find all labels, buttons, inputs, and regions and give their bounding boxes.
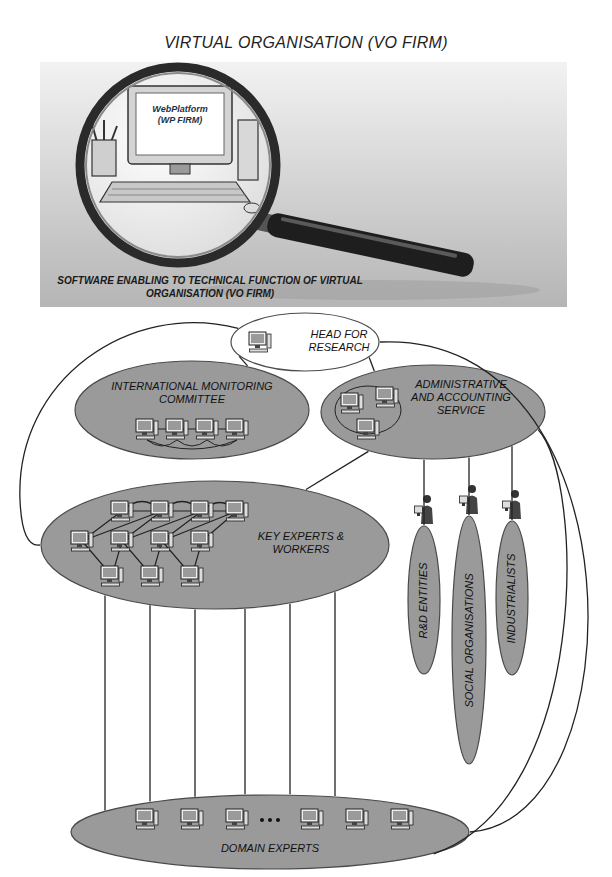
- connector-line: [334, 592, 335, 796]
- partner-ellipse: SOCIAL ORGANISATIONS: [451, 515, 487, 765]
- ellipse-shape: [452, 516, 486, 764]
- ellipse-shape: [496, 521, 528, 675]
- ellipse-outline: [40, 480, 390, 610]
- node-label: R&D ENTITIES: [418, 562, 431, 638]
- connector-line: [434, 430, 567, 854]
- connector-line: [423, 460, 424, 525]
- label-holder: WebPlatform (WP FIRM): [149, 104, 211, 126]
- ellipse-shape: [231, 313, 379, 371]
- ellipse-outline: [74, 360, 310, 460]
- connector-line: [306, 451, 368, 489]
- node-label: DOMAIN EXPERTS: [210, 842, 330, 855]
- node-label: KEY EXPERTS & WORKERS: [245, 530, 357, 556]
- partner-ellipse: R&D ENTITIES: [407, 525, 441, 675]
- service-ellipse: ADMINISTRATIVE AND ACCOUNTING SERVICE: [320, 364, 546, 460]
- image-caption: SOFTWARE ENABLING TO TECHNICAL FUNCTION …: [55, 274, 365, 300]
- node-label: ADMINISTRATIVE AND ACCOUNTING SERVICE: [408, 378, 514, 417]
- committee-ellipse: INTERNATIONAL MONITORING COMMITTEE: [74, 360, 310, 460]
- label-holder: SOFTWARE ENABLING TO TECHNICAL FUNCTION …: [55, 274, 365, 300]
- connector-line: [289, 604, 290, 795]
- node-label: HEAD FOR RESEARCH: [306, 328, 372, 354]
- ellipse-shape: [41, 481, 389, 609]
- ellipse-shape: [321, 365, 545, 459]
- ellipse-shape: [75, 361, 309, 459]
- ellipse-shape: [408, 526, 440, 674]
- connector-line: [149, 605, 150, 801]
- connector-line: [194, 610, 195, 797]
- node-label: INTERNATIONAL MONITORING COMMITTEE: [102, 380, 282, 406]
- diagram-title: VIRTUAL ORGANISATION (VO FIRM): [0, 34, 612, 52]
- connector-line: [369, 358, 374, 372]
- domain-ellipse: DOMAIN EXPERTS: [70, 794, 470, 870]
- experts-ellipse: KEY EXPERTS & WORKERS: [40, 480, 390, 610]
- ellipse-outline: [70, 794, 470, 870]
- head-ellipse: HEAD FOR RESEARCH: [230, 312, 380, 372]
- partner-ellipse: INDUSTRIALISTS: [495, 520, 529, 676]
- connector-line: [511, 446, 512, 520]
- ellipse-shape: [71, 795, 469, 869]
- screen-label: WebPlatform (WP FIRM): [149, 104, 211, 126]
- node-label: INDUSTRIALISTS: [506, 553, 519, 643]
- connector-line: [468, 458, 469, 516]
- title-holder: VIRTUAL ORGANISATION (VO FIRM): [0, 34, 612, 52]
- connector-line: [244, 609, 245, 794]
- node-label: SOCIAL ORGANISATIONS: [463, 573, 476, 707]
- connector-line: [104, 596, 105, 811]
